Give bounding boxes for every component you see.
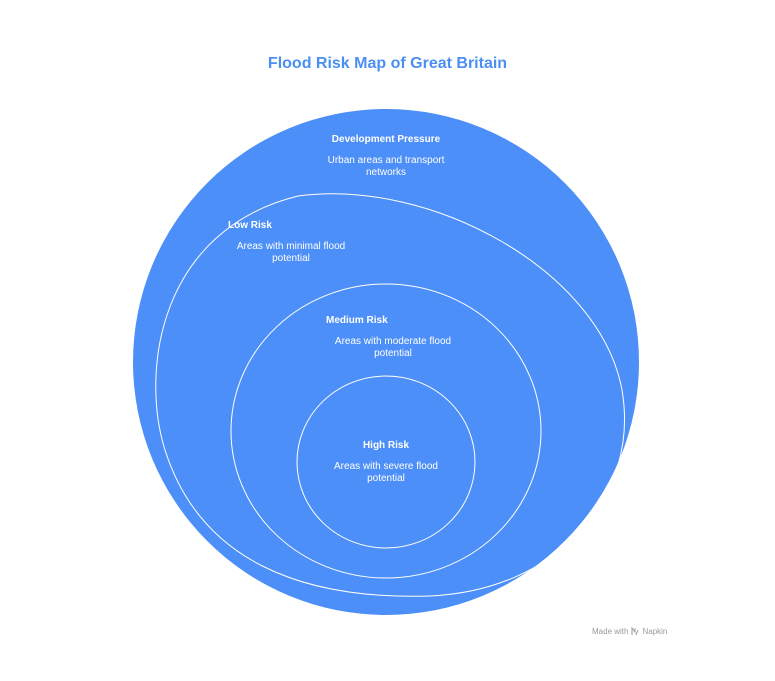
- layer-description: Areas with minimal flood potential: [236, 241, 346, 264]
- layer-heading: High Risk: [362, 440, 410, 451]
- napkin-brand-text: Napkin: [642, 627, 668, 636]
- layer-heading: Development Pressure: [331, 134, 441, 145]
- made-with-footer: Made with Napkin: [592, 627, 667, 636]
- high-risk-region-outline: [296, 375, 476, 549]
- layer-description: Areas with severe flood potential: [334, 461, 438, 484]
- low-risk-region-outline: [155, 193, 625, 597]
- layer-description: Urban areas and transport networks: [327, 155, 445, 178]
- outer-circle-development-pressure: [133, 109, 639, 615]
- layer-high-risk: High Risk Areas with severe flood potent…: [324, 440, 448, 485]
- layer-medium-risk: Medium Risk Areas with moderate flood po…: [326, 315, 460, 360]
- napkin-logo-icon: [631, 627, 639, 636]
- medium-risk-region-outline: [230, 283, 542, 579]
- diagram-title: Flood Risk Map of Great Britain: [267, 55, 508, 72]
- made-with-text: Made with: [592, 627, 629, 636]
- layer-development-pressure: Development Pressure Urban areas and tra…: [316, 134, 456, 179]
- layer-heading: Medium Risk: [326, 315, 388, 326]
- layer-heading: Low Risk: [228, 220, 272, 231]
- layer-low-risk: Low Risk Areas with minimal flood potent…: [228, 220, 354, 265]
- layer-description: Areas with moderate flood potential: [334, 336, 452, 359]
